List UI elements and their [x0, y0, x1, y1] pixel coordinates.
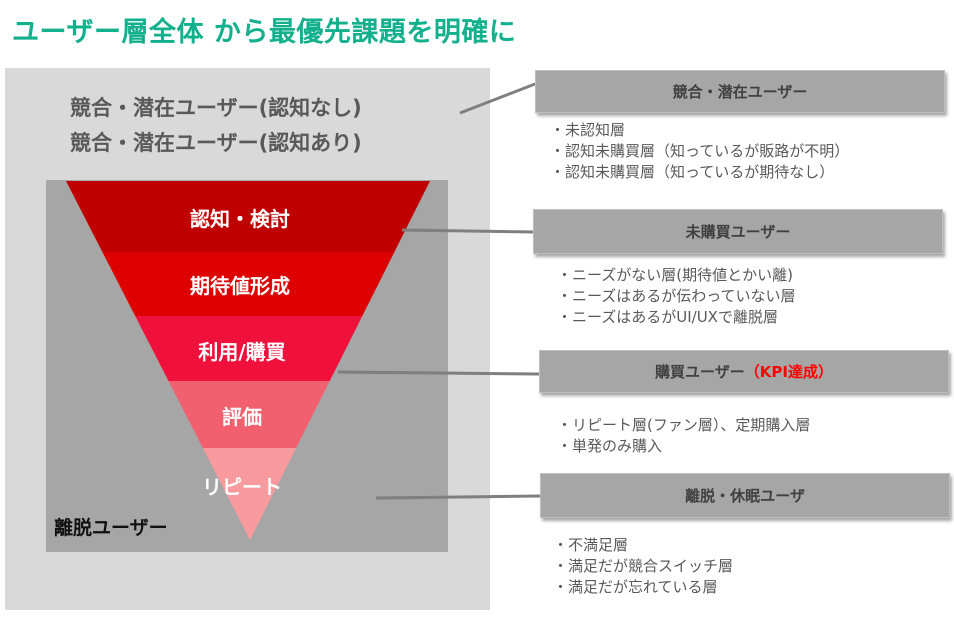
segment-title: 離脱・休眠ユーザ: [685, 487, 805, 505]
kpi-highlight: （KPI達成）: [744, 363, 833, 381]
segment-list-purchaser: ・リピート層(ファン層）、定期購入層 ・単発のみ購入: [557, 415, 810, 457]
connector-lines: [337, 82, 541, 500]
list-item: ・不満足層: [553, 536, 629, 554]
list-item: ・ニーズはあるが伝わっていない層: [557, 287, 796, 305]
segment-header-purchaser: 購買ユーザー（KPI達成）: [539, 350, 949, 393]
segment-list-churned: ・不満足層 ・満足だが競合スイッチ層 ・満足だが忘れている層: [553, 535, 733, 598]
funnel-label-repeat: リピート: [202, 475, 282, 499]
list-item: ・満足だが忘れている層: [553, 578, 718, 596]
list-item: ・単発のみ購入: [557, 437, 663, 455]
latent-label-unaware: 競合・潜在ユーザー(認知なし): [70, 96, 362, 120]
segment-title: 未購買ユーザー: [685, 223, 791, 241]
segment-list-non-purchaser: ・ニーズがない層(期待値とかい離) ・ニーズはあるが伝わっていない層 ・ニーズは…: [557, 265, 796, 328]
list-item: ・リピート層(ファン層）、定期購入層: [557, 416, 811, 434]
segment-list-latent: ・未認知層 ・認知未購買層（知っているが販路が不明） ・認知未購買層（知っている…: [550, 120, 849, 183]
list-item: ・ニーズがない層(期待値とかい離): [557, 266, 793, 284]
segment-title: 購買ユーザー: [655, 363, 745, 381]
segment-header-non-purchaser: 未購買ユーザー: [533, 209, 943, 254]
list-item: ・満足だが競合スイッチ層: [553, 557, 734, 575]
funnel-label-purchase: 利用/購買: [198, 340, 285, 364]
list-item: ・ニーズはあるがUI/UXで離脱層: [557, 308, 778, 326]
list-item: ・認知未購買層（知っているが期待なし）: [550, 163, 835, 181]
list-item: ・未認知層: [550, 121, 626, 139]
slide-title: ユーザー層全体 から最優先課題を明確に: [12, 17, 517, 48]
funnel-label-awareness: 認知・検討: [190, 207, 290, 231]
churn-label: 離脱ユーザー: [54, 517, 168, 539]
latent-label-aware: 競合・潜在ユーザー(認知あり): [70, 131, 362, 155]
funnel-label-evaluation: 評価: [222, 405, 262, 429]
segment-header-churned: 離脱・休眠ユーザ: [540, 473, 950, 518]
segment-title: 競合・潜在ユーザー: [672, 83, 808, 101]
funnel-layer-awareness: [66, 181, 430, 252]
segment-header-latent: 競合・潜在ユーザー: [535, 70, 945, 113]
list-item: ・認知未購買層（知っているが販路が不明）: [550, 142, 850, 160]
funnel-label-expectation: 期待値形成: [190, 274, 290, 298]
